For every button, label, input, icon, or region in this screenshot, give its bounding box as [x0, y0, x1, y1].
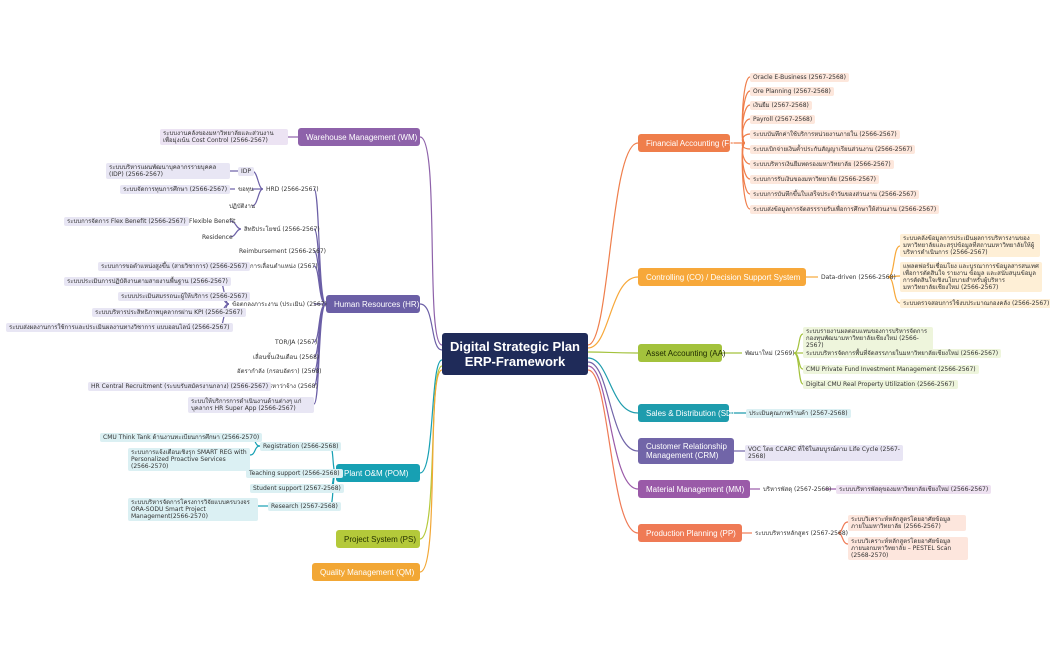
aa-item[interactable]: ระบบรายงานผลตอบแทนของการบริหารจัดการกองท… — [803, 327, 933, 350]
branch-asset-accounting[interactable]: Asset Accounting (AA) — [638, 344, 726, 362]
branch-material-management[interactable]: Material Management (MM) — [638, 480, 750, 498]
sd-sub[interactable]: ประเมินคุณภาพร้านค้า (2567-2568) — [746, 409, 851, 418]
branch-project-system[interactable]: Project System (PS) — [336, 530, 420, 548]
aa-item[interactable]: CMU Private Fund Investment Management (… — [803, 365, 979, 374]
pom-registration[interactable]: Registration (2566-2568) — [260, 442, 342, 451]
central-title-line2: ERP-Framework — [464, 354, 566, 369]
mm-item[interactable]: ระบบบริหารพัสดุของมหาวิทยาลัยเชียงใหม่ (… — [836, 485, 992, 494]
branch-financial-accounting[interactable]: Financial Accounting (FI) — [638, 134, 734, 152]
hr-flex[interactable]: Flexible Benefit — [189, 218, 236, 225]
co-item[interactable]: แพลตฟอร์มเชื่อมโยง และบูรณาการข้อมูลสารส… — [900, 262, 1042, 292]
hr-edu[interactable]: ขอทุน — [238, 186, 254, 193]
pom-reg-item[interactable]: CMU Think Tank ด้านงานทะเบียนการศึกษา (2… — [100, 433, 263, 442]
pom-research-item[interactable]: ระบบบริหารจัดการโครงการวิจัยแบบครบวงจร O… — [128, 498, 258, 521]
hr-performance[interactable]: ข้อตกลงภาระงาน (ประเมิน) (2567) — [232, 301, 327, 308]
pom-reg-item[interactable]: ระบบการแจ้งเตือนเชิงรุก SMART REG with P… — [128, 448, 250, 471]
fi-item[interactable]: เงินยืม (2567-2568) — [750, 101, 812, 110]
fi-item[interactable]: ระบบเบิกจ่ายเงินค้ำประกันสัญญาเรียนส่วนง… — [750, 145, 916, 154]
hr-recruit-item[interactable]: HR Central Recruitment (ระบบรับสมัครงานก… — [88, 382, 272, 391]
aa-item[interactable]: ระบบบริหารจัดการพื้นที่จัดสรรภายในมหาวิท… — [803, 349, 1002, 358]
hr-training[interactable]: ปฏิบัติงาน — [229, 203, 255, 210]
hr-recruit[interactable]: สรรหาว่าจ้าง (2568) — [262, 383, 318, 390]
hr-manpower[interactable]: อัตรากำลัง (กรอบอัตรา) (2568) — [237, 368, 322, 375]
central-title-line1: Digital Strategic Plan — [449, 339, 581, 354]
hr-perf-item[interactable]: ระบบประเมินสมรรถนะผู้ให้บริการ (2566-256… — [118, 292, 251, 301]
hr-position-item[interactable]: ระบบการขอตำแหน่งสูงขึ้น (สายวิชาการ) (25… — [98, 262, 251, 271]
branch-sales-distribution[interactable]: Sales & Distribution (SD) — [638, 404, 734, 422]
hr-salary[interactable]: เลื่อนขั้นเงินเดือน (2568) — [253, 354, 320, 361]
wm-item[interactable]: ระบบงานคลังของมหาวิทยาลัยและส่วนงาน เพื่… — [160, 129, 288, 145]
hr-perf-item[interactable]: ระบบประเมินการปฏิบัติงานตามสายงานพื้นฐาน… — [64, 277, 231, 286]
central-topic[interactable]: Digital Strategic Plan ERP-Framework — [442, 333, 588, 375]
fi-item[interactable]: Ore Planning (2567-2568) — [750, 87, 834, 96]
hr-residence[interactable]: Residence — [202, 234, 233, 241]
fi-item[interactable]: ระบบบันทึกค่าใช้บริการหน่วยงานภายใน (256… — [750, 130, 900, 139]
pp-item[interactable]: ระบบวิเคราะห์หลักสูตรโดยอาศัยข้อมูลภายนอ… — [848, 537, 968, 560]
crm-label-line1: Customer Relationship — [646, 442, 727, 451]
branch-controlling[interactable]: Controlling (CO) / Decision Support Syst… — [638, 268, 806, 286]
branch-production-planning[interactable]: Production Planning (PP) — [638, 524, 742, 542]
aa-item[interactable]: Digital CMU Real Property Utilization (2… — [803, 380, 958, 389]
hr-idp[interactable]: IDP — [238, 167, 255, 176]
crm-label-line2: Management (CRM) — [646, 451, 719, 460]
co-sub[interactable]: Data-driven (2566-2568) — [821, 274, 896, 281]
co-item[interactable]: ระบบตรวจสอบการใช้งบประมาณกองคลัง (2566-2… — [900, 299, 1050, 308]
hr-flex-item[interactable]: ระบบการจัดการ Flex Benefit (2566-2567) — [64, 217, 189, 226]
pp-item[interactable]: ระบบวิเคราะห์หลักสูตรโดยอาศัยข้อมูลภายใน… — [848, 515, 966, 531]
pom-research[interactable]: Research (2567-2568) — [268, 502, 341, 511]
fi-item[interactable]: ระบบการบันทึกขึ้นใบเสร็จประจำวันของส่วนง… — [750, 190, 920, 199]
hr-position[interactable]: การเลื่อนตำแหน่ง (2567) — [250, 263, 318, 270]
hr-tor[interactable]: TOR/JA (2567) — [275, 339, 318, 346]
hr-edu-item[interactable]: ระบบจัดการทุนการศึกษา (2566-2567) — [120, 185, 231, 194]
hr-perf-item[interactable]: ระบบส่งผลงานการใช้การและประเมินผลงานทางว… — [6, 323, 233, 332]
hr-perf-item[interactable]: ระบบบริหารประสิทธิภาพบุคลากรผ่าน KPI (25… — [92, 308, 246, 317]
aa-sub[interactable]: พัฒนาใหม่ (2569) — [745, 350, 795, 357]
hr-superapp[interactable]: ระบบให้บริการการดำเนินงานด้านต่างๆ แก่บุ… — [188, 397, 314, 413]
branch-quality-management[interactable]: Quality Management (QM) — [312, 563, 420, 581]
pp-sub[interactable]: ระบบบริหารหลักสูตร (2567-2568) — [755, 530, 848, 537]
fi-item[interactable]: Payroll (2567-2568) — [750, 115, 816, 124]
hr-hrd[interactable]: HRD (2566-2567) — [266, 186, 319, 193]
branch-human-resources[interactable]: Human Resources (HR) — [326, 295, 420, 313]
branch-warehouse-management[interactable]: Warehouse Management (WM) — [298, 128, 420, 146]
branch-crm[interactable]: Customer Relationship Management (CRM) — [638, 438, 734, 464]
fi-item[interactable]: ระบบการรับเงินของมหาวิทยาลัย (2566-2567) — [750, 175, 880, 184]
hr-idp-item[interactable]: ระบบบริหารแผนพัฒนาบุคลากรรายบุคคล (IDP) … — [106, 163, 230, 179]
pom-student[interactable]: Student support (2567-2568) — [250, 484, 344, 493]
hr-reimbursement[interactable]: Reimbursement (2566-2567) — [239, 248, 326, 255]
mm-sub[interactable]: บริหารพัสดุ (2567-2568) — [763, 486, 832, 493]
fi-item[interactable]: ระบบส่งข้อมูลการจัดสรรรายรับเพื่อการศึกษ… — [750, 205, 940, 214]
pom-teaching[interactable]: Teaching support (2566-2568) — [246, 469, 343, 478]
branch-plant-om[interactable]: Plant O&M (POM) — [336, 464, 420, 482]
crm-sub[interactable]: VOC โดย CCARC ที่ใช้ในสมบูรณ์ตาม Life Cy… — [745, 445, 903, 461]
fi-item[interactable]: ระบบบริหารเงินยืมทดรองมหาวิทยาลัย (2566-… — [750, 160, 894, 169]
fi-item[interactable]: Oracle E-Business (2567-2568) — [750, 73, 849, 82]
hr-welfare[interactable]: สิทธิประโยชน์ (2566-2567) — [244, 226, 320, 233]
co-item[interactable]: ระบบคลังข้อมูลการประเมินผลการบริหารงานขอ… — [900, 234, 1040, 257]
